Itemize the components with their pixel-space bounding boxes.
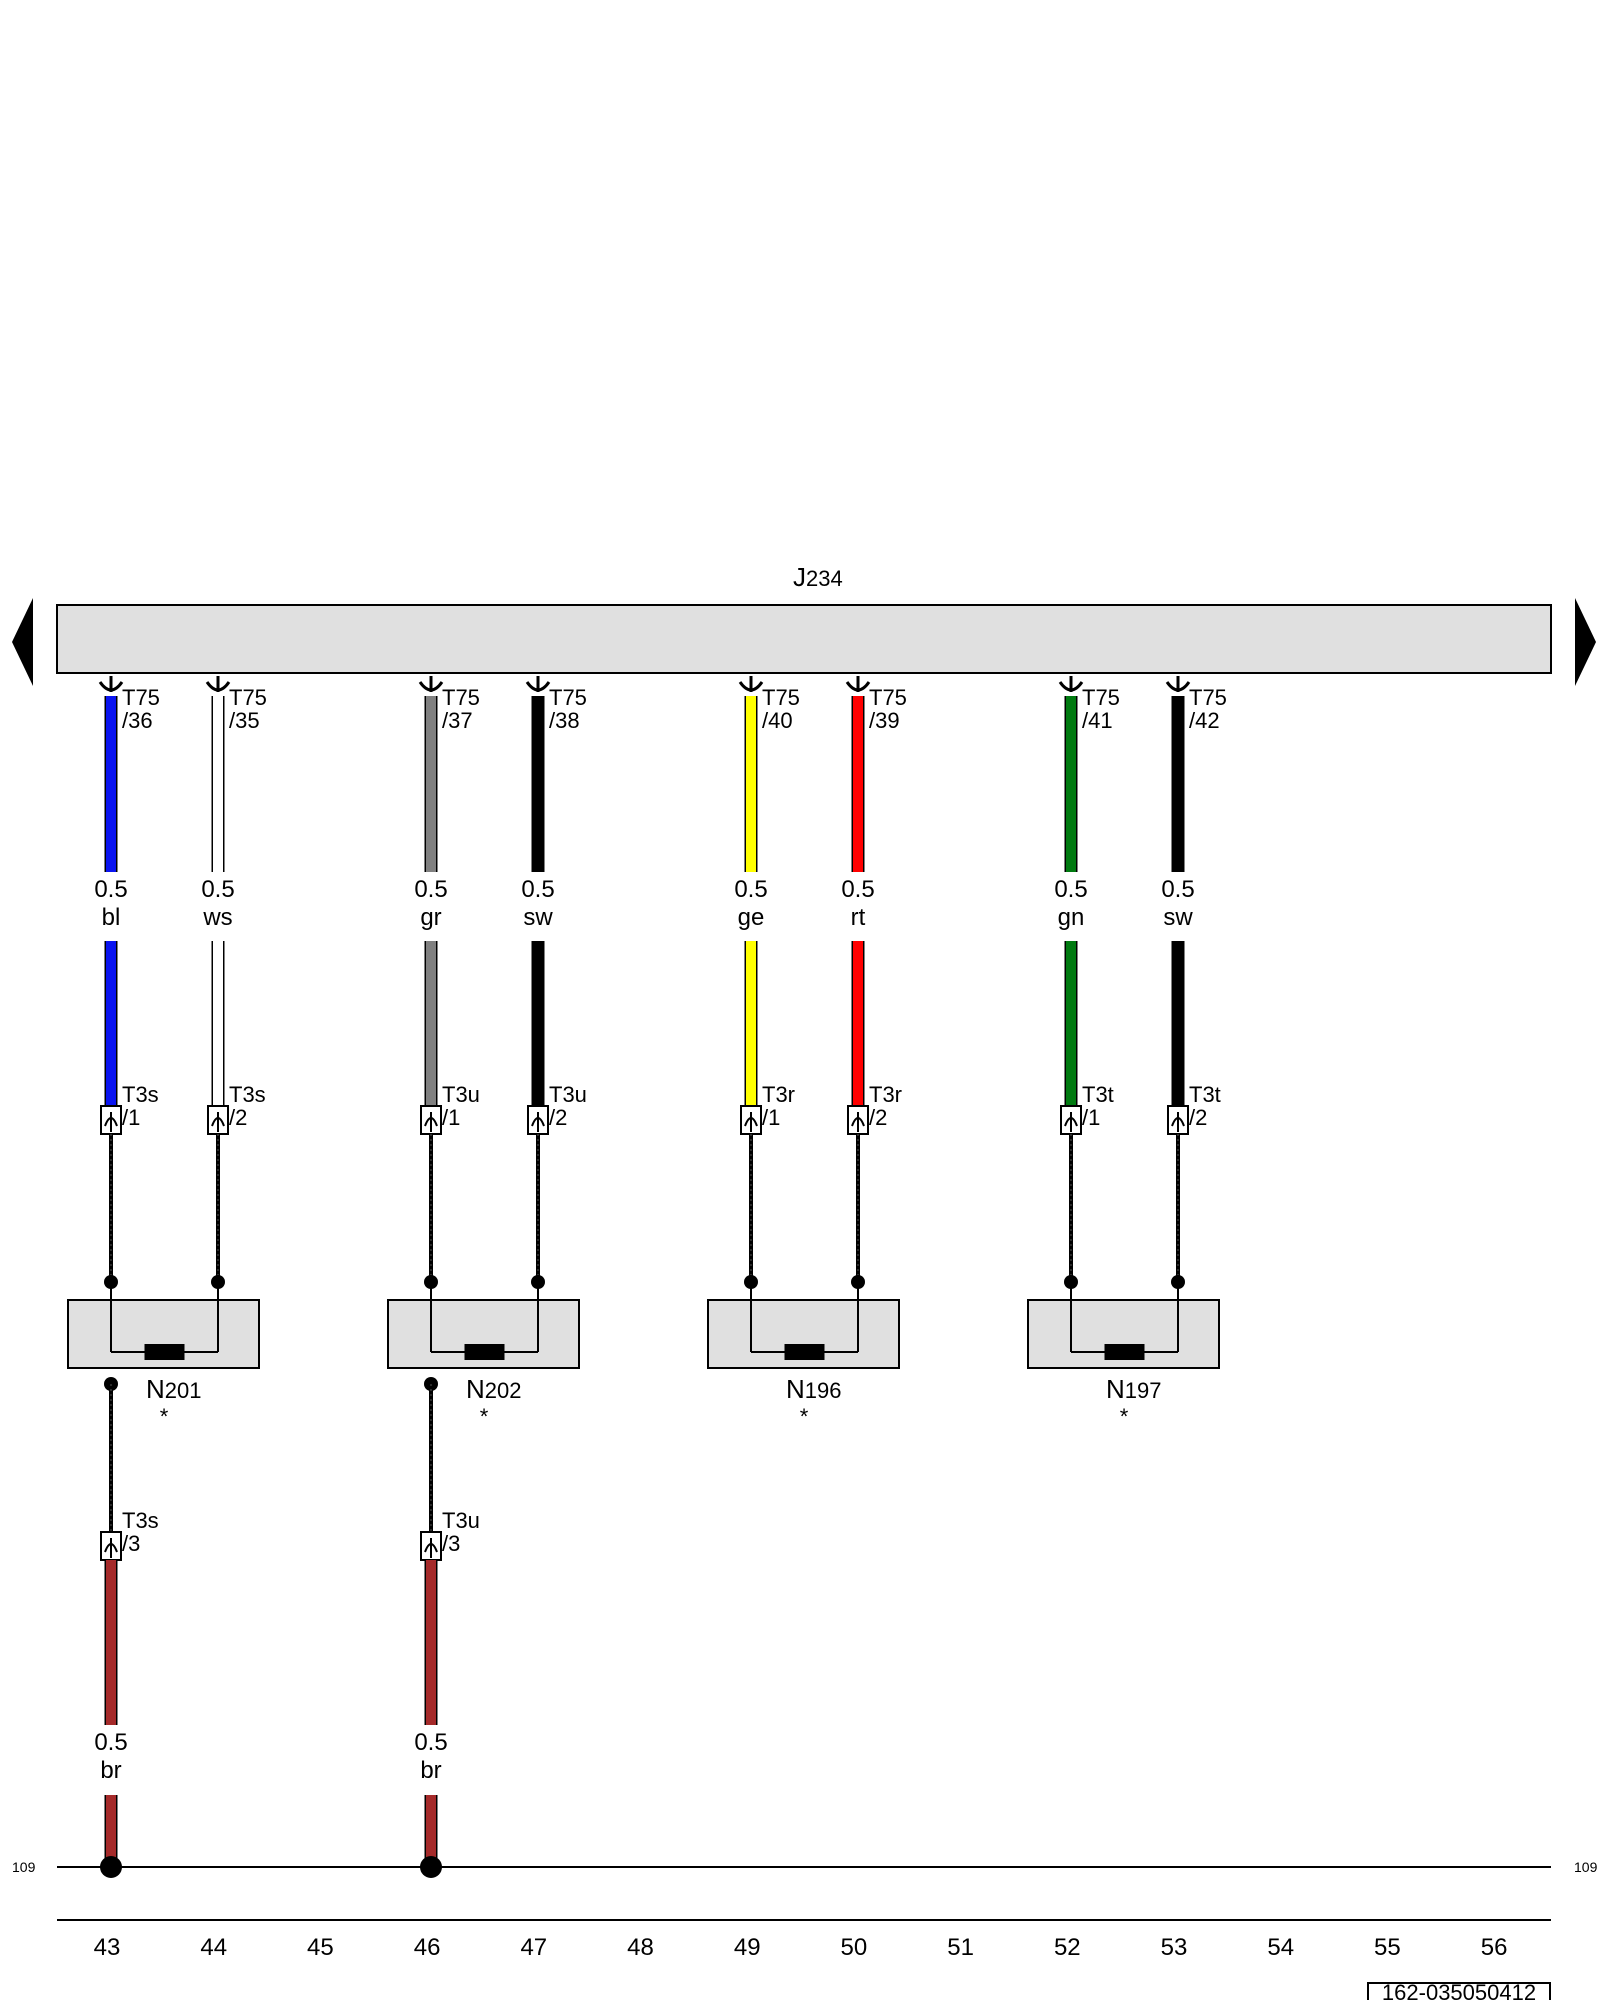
solenoid-coil-icon-2 <box>464 1344 505 1360</box>
wire-1-size: 0.5 <box>94 876 127 903</box>
component-label-3: N196 <box>786 1374 842 1404</box>
component-note-3: * <box>800 1404 809 1429</box>
column-number-43: 43 <box>94 1934 121 1961</box>
column-number-group: 43 44 45 46 47 48 49 50 51 52 53 54 55 56 <box>94 1934 1508 1961</box>
plug-label-4: T3u/2 <box>549 1082 587 1130</box>
wire-2-size: 0.5 <box>201 876 234 903</box>
control-unit-box <box>56 604 1552 674</box>
next-page-arrow[interactable] <box>1575 598 1596 686</box>
wire-5-size: 0.5 <box>734 876 767 903</box>
previous-page-arrow[interactable] <box>12 598 33 686</box>
column-number-46: 46 <box>414 1934 441 1961</box>
wire-8-size: 0.5 <box>1161 876 1194 903</box>
ground-plug-label-1: T3s/3 <box>122 1508 159 1556</box>
ground-wire-1-size: 0.5 <box>94 1729 127 1756</box>
component-label-4: N197 <box>1106 1374 1162 1404</box>
plug-label-1: T3s/1 <box>122 1082 159 1130</box>
control-unit-pin-label-8: T75/42 <box>1189 685 1227 733</box>
plug-label-8: T3t/2 <box>1189 1082 1221 1130</box>
solenoid-coil-icon-4 <box>1104 1344 1145 1360</box>
ground-wire-2-size: 0.5 <box>414 1729 447 1756</box>
wire-7-color-code: gn <box>1058 904 1085 931</box>
wire-6-size: 0.5 <box>841 876 874 903</box>
column-number-52: 52 <box>1054 1934 1081 1961</box>
control-unit-label: J234 <box>793 562 843 592</box>
solenoid-coil-icon-1 <box>144 1344 185 1360</box>
column-number-45: 45 <box>307 1934 334 1961</box>
column-number-44: 44 <box>200 1934 227 1961</box>
wire-4-size: 0.5 <box>521 876 554 903</box>
column-number-49: 49 <box>734 1934 761 1961</box>
component-note-4: * <box>1120 1404 1129 1429</box>
plug-label-3: T3u/1 <box>442 1082 480 1130</box>
component-label-1: N201 <box>146 1374 202 1404</box>
wire-1-color-code: bl <box>102 904 121 931</box>
component-note-1: * <box>160 1404 169 1429</box>
solenoid-coil-icon-3 <box>784 1344 825 1360</box>
ground-wire-2-color-code: br <box>420 1757 441 1784</box>
plug-label-7: T3t/1 <box>1082 1082 1114 1130</box>
wire-4-color-code: sw <box>523 904 553 931</box>
wire-5-color-code: ge <box>738 904 765 931</box>
wire-7-size: 0.5 <box>1054 876 1087 903</box>
ground-plug-label-2: T3u/3 <box>442 1508 480 1556</box>
control-unit-pin-label-6: T75/39 <box>869 685 907 733</box>
column-number-47: 47 <box>520 1934 547 1961</box>
column-number-54: 54 <box>1267 1934 1294 1961</box>
plug-label-6: T3r/2 <box>869 1082 902 1130</box>
wire-2-color-code: ws <box>202 904 232 931</box>
column-number-53: 53 <box>1161 1934 1188 1961</box>
wire-group: T75/360.5blT3s/1T75/350.5wsT3s/2T75/370.… <box>67 676 1227 1878</box>
plug-label-2: T3s/2 <box>229 1082 266 1130</box>
column-number-50: 50 <box>841 1934 868 1961</box>
diagram-id-box <box>1367 1982 1551 2000</box>
diagram-id: 162-035050412 <box>1382 1980 1536 2000</box>
column-number-48: 48 <box>627 1934 654 1961</box>
control-unit-pin-label-2: T75/35 <box>229 685 267 733</box>
column-number-51: 51 <box>947 1934 974 1961</box>
control-unit-pin-label-5: T75/40 <box>762 685 800 733</box>
solenoid-valve-box-1 <box>67 1299 260 1369</box>
control-unit-pin-label-4: T75/38 <box>549 685 587 733</box>
plug-label-5: T3r/1 <box>762 1082 795 1130</box>
component-label-2: N202 <box>466 1374 522 1404</box>
wire-8-color-code: sw <box>1163 904 1193 931</box>
ground-bus-left-label: 109 <box>12 1859 36 1875</box>
wire-3-color-code: gr <box>420 904 441 931</box>
control-unit-pin-label-3: T75/37 <box>442 685 480 733</box>
wire-6-color-code: rt <box>851 904 866 931</box>
component-note-2: * <box>480 1404 489 1429</box>
column-number-56: 56 <box>1481 1934 1508 1961</box>
ground-wire-1-color-code: br <box>100 1757 121 1784</box>
ground-bus-right-label: 109 <box>1574 1859 1598 1875</box>
control-unit-pin-label-1: T75/36 <box>122 685 160 733</box>
wire-3-size: 0.5 <box>414 876 447 903</box>
column-number-55: 55 <box>1374 1934 1401 1961</box>
control-unit-pin-label-7: T75/41 <box>1082 685 1120 733</box>
